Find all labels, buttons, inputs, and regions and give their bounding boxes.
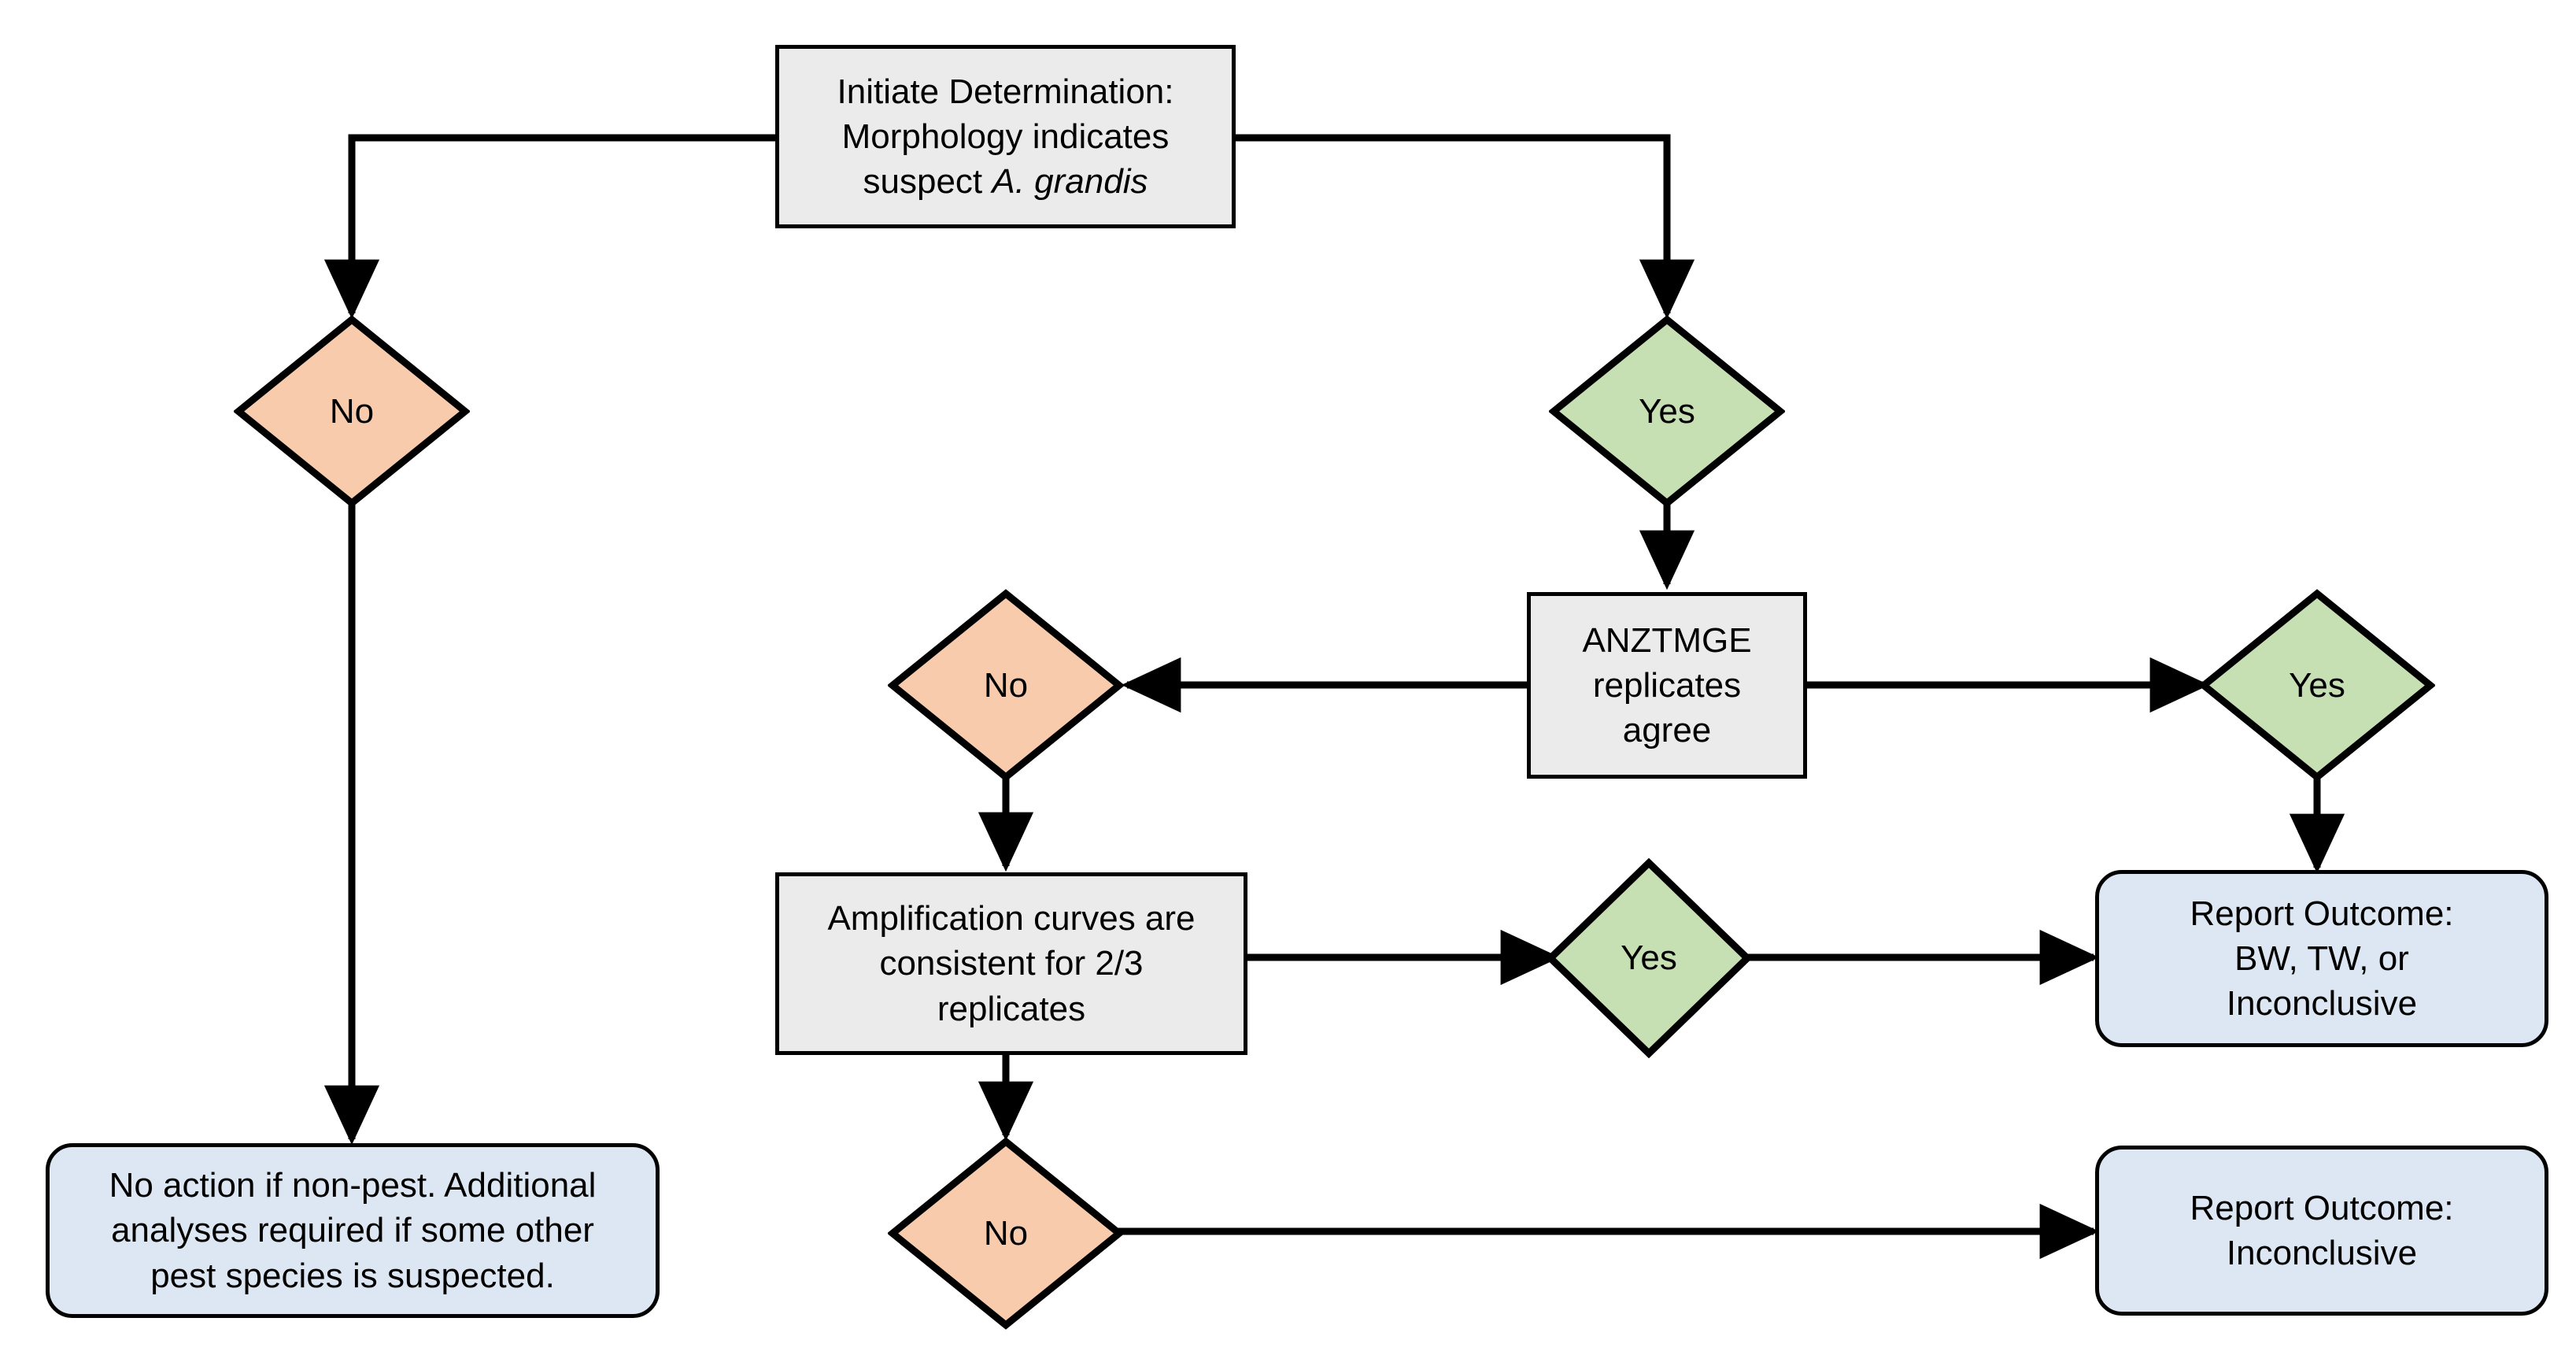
decision-no-mid-label: No xyxy=(983,665,1029,705)
decision-no-bottom-shape xyxy=(888,1137,1124,1330)
node-report-outcome-inconclusive[interactable]: Report Outcome: Inconclusive xyxy=(2095,1146,2548,1316)
initiate-line-3: suspect A. grandis xyxy=(863,159,1148,204)
decision-yes-top[interactable]: Yes xyxy=(1549,315,1785,508)
decision-no-top-shape xyxy=(234,315,470,508)
outcome-inconclusive-line-2: Inconclusive xyxy=(2226,1234,2418,1272)
outcome-bwtw-line-2: BW, TW, or xyxy=(2234,938,2409,978)
decision-no-top[interactable]: No xyxy=(234,315,470,508)
initiate-line-3-prefix: suspect xyxy=(863,162,992,202)
no-action-line-3: pest species is suspected. xyxy=(150,1256,555,1295)
node-anztmge-replicates-agree[interactable]: ANZTMGE replicates agree xyxy=(1527,592,1807,779)
decision-yes-mid[interactable]: Yes xyxy=(1546,858,1752,1058)
node-initiate-determination[interactable]: Initiate Determination: Morphology indic… xyxy=(775,45,1236,228)
decision-yes-right-label: Yes xyxy=(2289,665,2345,705)
decision-yes-right-shape xyxy=(2199,589,2435,782)
outcome-bwtw-line-1: Report Outcome: xyxy=(2190,894,2454,933)
decision-yes-right[interactable]: Yes xyxy=(2199,589,2435,782)
decision-yes-top-shape xyxy=(1549,315,1785,508)
edge-start-to-yes-top xyxy=(1236,134,1695,320)
amplification-line-2: consistent for 2/3 xyxy=(879,944,1144,983)
anztmge-line-3: agree xyxy=(1622,711,1712,750)
initiate-line-1: Initiate Determination: xyxy=(837,72,1174,111)
amplification-line-3: replicates xyxy=(937,989,1086,1028)
species-name-italic: A. grandis xyxy=(992,162,1148,202)
outcome-inconclusive-line-1: Report Outcome: xyxy=(2190,1188,2454,1227)
decision-yes-mid-label: Yes xyxy=(1621,938,1677,978)
decision-no-bottom-label: No xyxy=(983,1213,1029,1253)
decision-no-bottom[interactable]: No xyxy=(888,1137,1124,1330)
node-amplification-curves[interactable]: Amplification curves are consistent for … xyxy=(775,872,1247,1055)
edge-start-to-no-top xyxy=(323,134,775,320)
outcome-bwtw-line-3: Inconclusive xyxy=(2226,984,2418,1024)
anztmge-line-2: replicates xyxy=(1592,665,1742,705)
initiate-line-2: Morphology indicates xyxy=(841,117,1170,156)
no-action-line-1: No action if non-pest. Additional xyxy=(109,1166,597,1205)
amplification-line-1: Amplification curves are xyxy=(827,899,1196,938)
decision-no-mid-shape xyxy=(888,589,1124,782)
decision-yes-top-label: Yes xyxy=(1639,391,1695,431)
no-action-line-2: analyses required if some other xyxy=(111,1211,594,1250)
node-no-action-non-pest[interactable]: No action if non-pest. Additional analys… xyxy=(46,1143,660,1318)
decision-no-mid[interactable]: No xyxy=(888,589,1124,782)
node-report-outcome-bw-tw[interactable]: Report Outcome: BW, TW, or Inconclusive xyxy=(2095,870,2548,1047)
decision-yes-mid-shape xyxy=(1546,858,1752,1058)
anztmge-line-1: ANZTMGE xyxy=(1582,620,1752,660)
decision-no-top-label: No xyxy=(329,391,375,431)
